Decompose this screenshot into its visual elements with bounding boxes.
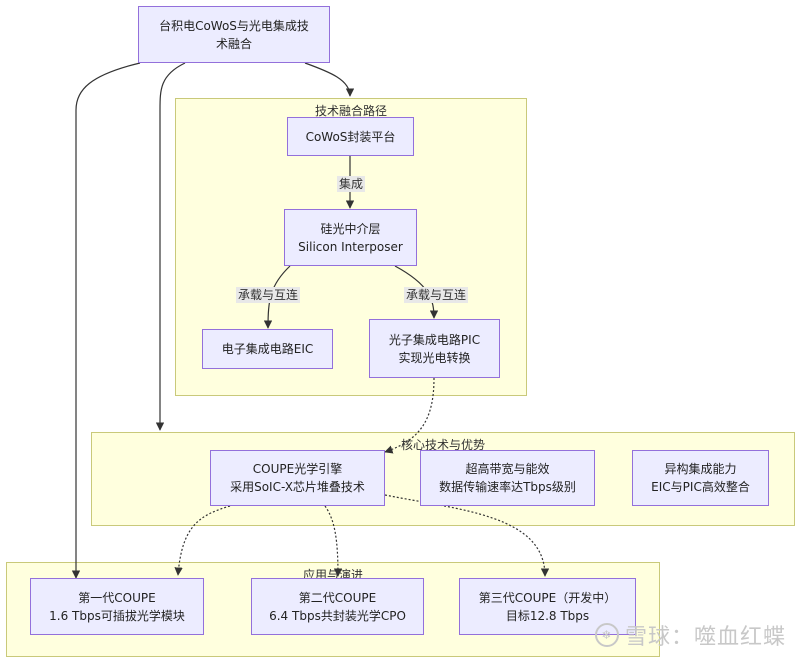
- node-gen1-line1: 第一代COUPE: [78, 590, 156, 605]
- node-interposer-line2: Silicon Interposer: [298, 239, 403, 254]
- node-pic-line2: 实现光电转换: [398, 350, 471, 365]
- node-gen2-line2: 6.4 Tbps共封装光学CPO: [269, 608, 406, 623]
- node-gen1-coupe[interactable]: 第一代COUPE 1.6 Tbps可插拔光学模块: [30, 578, 204, 635]
- node-interposer-line1: 硅光中介层: [320, 221, 381, 236]
- edge-top-to-cowos: [304, 62, 355, 97]
- node-gen2-line1: 第二代COUPE: [298, 590, 377, 605]
- snowball-logo-icon: ❄: [594, 623, 619, 647]
- node-silicon-interposer[interactable]: 硅光中介层 Silicon Interposer: [284, 209, 417, 266]
- node-coupe-line1: COUPE光学引擎: [252, 462, 343, 476]
- node-tsmc-cowos-photonics[interactable]: 台积电CoWoS与光电集成技 术融合: [138, 6, 330, 63]
- node-coupe-engine[interactable]: COUPE光学引擎 采用SoIC-X芯片堆叠技术: [210, 450, 385, 506]
- node-gen3-line2: 目标12.8 Tbps: [505, 608, 590, 623]
- edge-label-integrate: 集成: [337, 176, 366, 192]
- watermark: ❄ 雪球：噬血红蝶: [594, 619, 786, 651]
- node-eic[interactable]: 电子集成电路EIC: [202, 329, 333, 369]
- node-eic-line1: 电子集成电路EIC: [221, 342, 314, 356]
- edge-label-carry-eic: 承载与互连: [236, 287, 301, 303]
- node-cowos-platform[interactable]: CoWoS封装平台: [287, 117, 414, 156]
- node-pic-line1: 光子集成电路PIC: [388, 332, 481, 347]
- watermark-text: 雪球：噬血红蝶: [624, 625, 786, 650]
- node-cowos-line1: CoWoS封装平台: [305, 129, 396, 144]
- node-hetero-line2: EIC与PIC高效整合: [651, 480, 750, 494]
- node-gen3-line1: 第三代COUPE（开发中）: [478, 590, 617, 605]
- cluster-tech-path-title: 技术融合路径: [314, 104, 387, 118]
- node-gen1-line2: 1.6 Tbps可插拔光学模块: [49, 608, 185, 623]
- node-pic[interactable]: 光子集成电路PIC 实现光电转换: [369, 319, 500, 378]
- node-bandwidth[interactable]: 超高带宽与能效 数据传输速率达Tbps级别: [420, 450, 595, 506]
- node-hetero-line1: 异构集成能力: [664, 462, 737, 476]
- node-coupe-line2: 采用SoIC-X芯片堆叠技术: [230, 480, 365, 494]
- node-bandwidth-line1: 超高带宽与能效: [465, 462, 550, 476]
- node-top-line1: 台积电CoWoS与光电集成技: [159, 18, 309, 33]
- node-bandwidth-line2: 数据传输速率达Tbps级别: [439, 480, 576, 494]
- node-gen2-coupe[interactable]: 第二代COUPE 6.4 Tbps共封装光学CPO: [251, 578, 424, 635]
- node-top-line2: 术融合: [215, 36, 252, 51]
- edge-label-carry-pic: 承载与互连: [404, 287, 469, 303]
- node-hetero-integration[interactable]: 异构集成能力 EIC与PIC高效整合: [632, 450, 769, 506]
